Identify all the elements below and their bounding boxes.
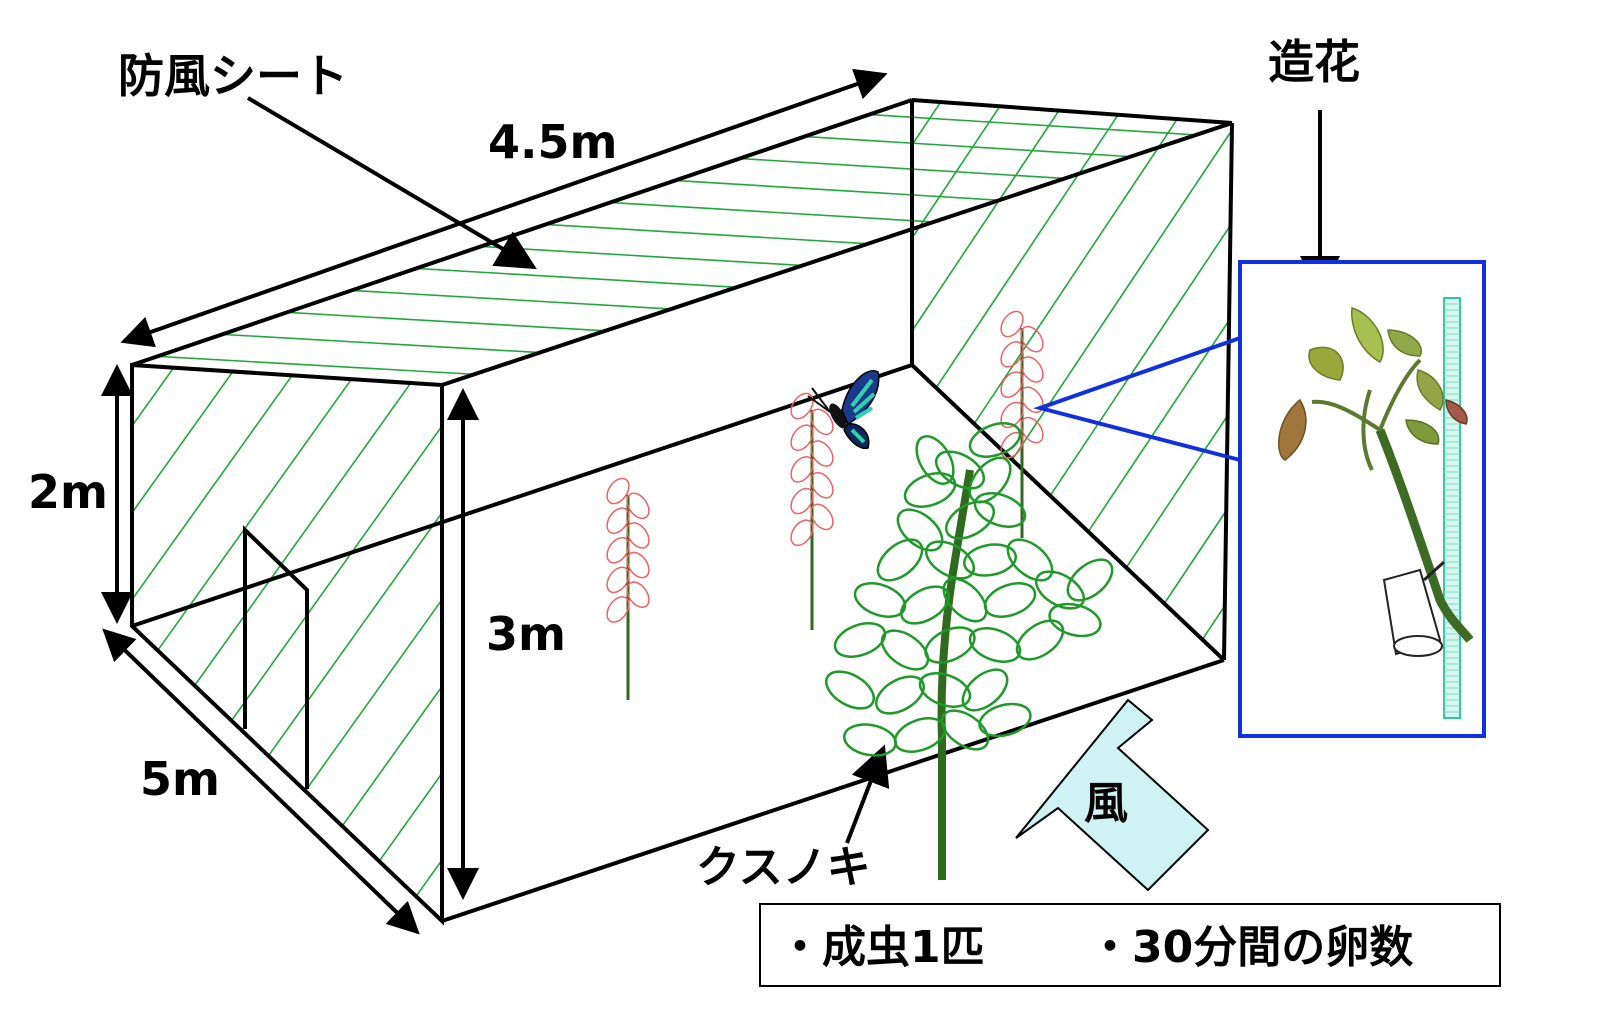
tree-leaf (843, 723, 897, 757)
hatch-line (132, 365, 442, 921)
hatch-line (446, 243, 842, 269)
tree-leaf (978, 702, 1032, 738)
hatch-line (317, 287, 711, 313)
hatch-line (912, 100, 1191, 660)
butterfly-icon (807, 370, 880, 450)
hatch-line (652, 300, 1152, 1000)
hatch-line (912, 100, 1005, 660)
hatch-line (912, 100, 943, 660)
tree-leaf (935, 450, 985, 490)
windbreak-hatch-front (132, 300, 1152, 1000)
wind-label: 風 (1084, 778, 1128, 829)
hatch-line (132, 365, 409, 921)
tree-leaf (896, 508, 944, 552)
tree-leaf (1066, 558, 1114, 602)
tree-leaf (1015, 619, 1065, 661)
hatch-line (705, 155, 1104, 182)
tree-leaf (940, 709, 990, 751)
hatch-line (1099, 100, 1232, 660)
tree-leaf (924, 626, 976, 664)
camphor-pointer-arrow (845, 744, 890, 844)
tree-leaf (833, 622, 887, 658)
camphor-tree (825, 422, 1114, 880)
tree-leaf (983, 582, 1037, 618)
hatch-line (590, 300, 1090, 1000)
wind-arrow (1015, 698, 1210, 892)
side-height-label: 3m (486, 607, 566, 661)
artificial-flower-label: 造花 (1268, 35, 1360, 89)
tree-leaf (1048, 602, 1102, 638)
hatch-line (132, 365, 347, 921)
tree-leaf (973, 492, 1027, 528)
artificial-flower-stem (1000, 310, 1044, 538)
tree-leaf (880, 629, 930, 671)
tree-leaf (961, 668, 1009, 712)
info-box (759, 903, 1501, 987)
artificial-flower-photo (1278, 307, 1474, 657)
windbreak-hatch-top (132, 111, 1232, 378)
hatch-line (403, 365, 442, 921)
hatch-line (132, 365, 161, 921)
hatch-line (132, 365, 223, 921)
camphor-tree-label: クスノキ (696, 842, 871, 893)
hatch-line (835, 111, 1232, 139)
hatch-line (641, 177, 1039, 204)
hatch-line (511, 221, 908, 247)
tree-leaf (893, 717, 947, 753)
tree-leaf (853, 582, 907, 618)
tree-leaf (876, 538, 924, 582)
tree-leaf (918, 672, 972, 708)
info-item-egg-count: ・30分間の卵数 (1088, 922, 1413, 973)
hatch-line (217, 365, 442, 921)
hatch-line (155, 365, 442, 921)
front-height-label: 2m (28, 465, 108, 519)
inset-pointer (1033, 336, 1241, 462)
tree-leaf (875, 675, 925, 715)
info-item-adult: ・成虫1匹 (778, 922, 985, 973)
tree-leaf (968, 422, 1022, 458)
tree-leaf (900, 585, 950, 625)
length-dimension-arrow (120, 68, 888, 348)
artificial-flower-stem (790, 392, 834, 630)
tree-leaf (942, 577, 988, 623)
artificial-flower-stem (606, 477, 650, 700)
hatch-line (252, 309, 645, 334)
width-label: 5m (140, 752, 220, 806)
width-dimension-arrow (102, 628, 420, 935)
measuring-rod (1443, 297, 1461, 719)
tree-leaf (1006, 538, 1054, 582)
windbreak-pointer-arrow (246, 96, 537, 270)
tree-leaf (915, 435, 955, 485)
hatch-line (382, 265, 776, 291)
windbreak-sheet-label: 防風シート (118, 49, 348, 103)
length-label: 4.5m (488, 115, 617, 169)
tree-leaf (825, 670, 875, 710)
hatch-line (770, 133, 1170, 160)
tree-leaf (945, 500, 995, 540)
hatch-line (132, 353, 514, 378)
tree-leaf (963, 543, 1017, 577)
hatch-line (187, 331, 580, 356)
hatch-line (132, 365, 442, 921)
hatch-line (1472, 100, 1597, 700)
hatch-line (132, 365, 285, 921)
tree-leaf (1035, 570, 1085, 610)
hatch-line (341, 365, 442, 921)
tree-leaf (968, 456, 1012, 504)
tree-leaf (968, 627, 1022, 663)
tree-leaf (903, 472, 957, 508)
artificial-flowers (606, 310, 1044, 700)
